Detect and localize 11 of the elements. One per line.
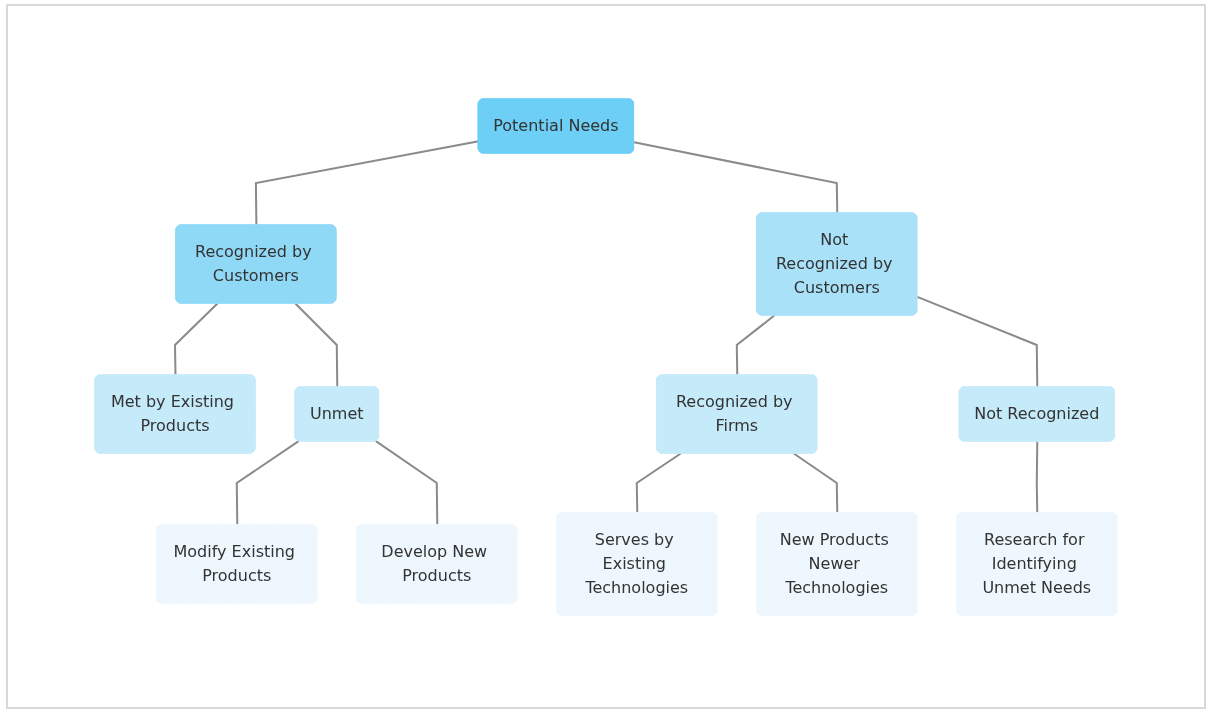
connector [1035,440,1039,514]
connector [294,302,339,388]
connector [792,452,839,514]
connector [235,439,300,526]
connector [735,314,776,376]
connector [916,295,1039,388]
connector [174,302,219,376]
connector [633,140,839,214]
connector [255,139,480,226]
connector [635,452,682,514]
connector [375,439,439,526]
